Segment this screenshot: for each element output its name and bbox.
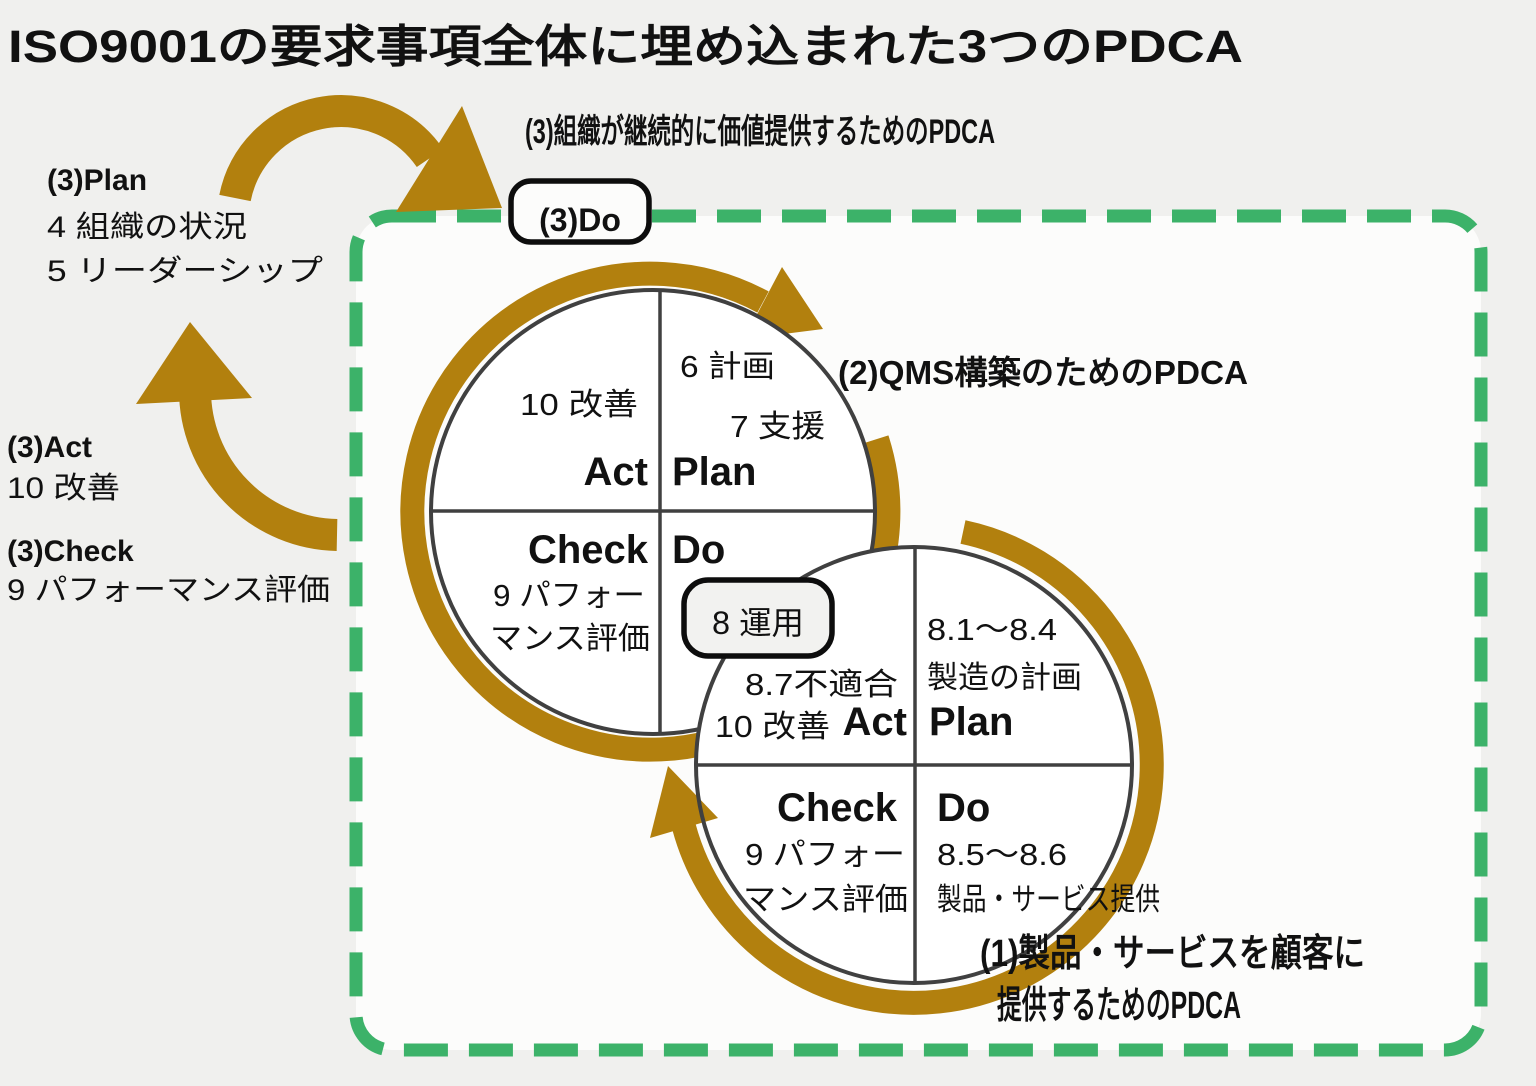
org-check-item: 9 パフォーマンス評価 [7,574,330,607]
qms-do-badge-label: 8 運用 [712,605,804,641]
product-check-word: Check [777,786,898,830]
org-check-label: (3)Check [7,535,134,568]
qms-check-item-1: 9 パフォー [493,578,645,613]
product-check-item-1: 9 パフォー [745,837,905,872]
qms-check-word: Check [528,528,649,572]
org-cycle-heading: (3)組織が継続的に価値提供するためのPDCA [525,113,995,151]
org-cycle-arrow-top-shaft [219,95,444,202]
qms-act-word: Act [584,450,648,494]
product-act-item-2: 10 改善 [715,709,830,744]
qms-do-word: Do [672,528,725,572]
product-do-word: Do [937,786,990,830]
org-cycle-arrow-left-shaft [179,389,338,551]
qms-check-item-2: マンス評価 [490,621,650,656]
qms-plan-word: Plan [672,450,756,494]
org-plan-item-2: 5 リーダーシップ [47,255,323,288]
product-check-item-2: マンス評価 [743,882,908,917]
product-act-word: Act [843,700,907,744]
org-do-badge-box [508,178,652,245]
org-do-badge-label: (3)Do [539,202,621,238]
org-plan-item-1: 4 組織の状況 [47,211,247,244]
org-act-label: (3)Act [7,431,92,464]
product-do-item-2: 製品・サービス提供 [937,882,1160,917]
qms-plan-item-2: 7 支援 [730,409,825,444]
product-plan-item-2: 製造の計画 [927,660,1082,695]
qms-act-item: 10 改善 [520,387,638,422]
org-plan-label: (3)Plan [47,164,147,197]
product-plan-word: Plan [929,700,1013,744]
product-plan-item-1: 8.1〜8.4 [927,612,1057,647]
product-act-item-1: 8.7不適合 [745,667,898,702]
product-do-item-1: 8.5〜8.6 [937,837,1067,872]
qms-plan-item-1: 6 計画 [680,349,775,384]
qms-do-badge-box [681,577,835,659]
product-cycle-heading-line2: 提供するためのPDCA [997,985,1241,1027]
org-cycle-arrow-top-head [396,106,502,212]
page-title: ISO9001の要求事項全体に埋め込まれた3つのPDCA [8,21,1243,72]
product-cycle-heading-line1: (1)製品・サービスを顧客に [980,932,1365,975]
org-act-item: 10 改善 [7,472,120,505]
org-cycle-arrow-left-head [136,322,252,404]
qms-cycle-circle-outline [429,288,877,736]
product-cycle-ring [672,520,1164,1015]
qms-cycle-heading: (2)QMS構築のためのPDCA [838,354,1248,391]
